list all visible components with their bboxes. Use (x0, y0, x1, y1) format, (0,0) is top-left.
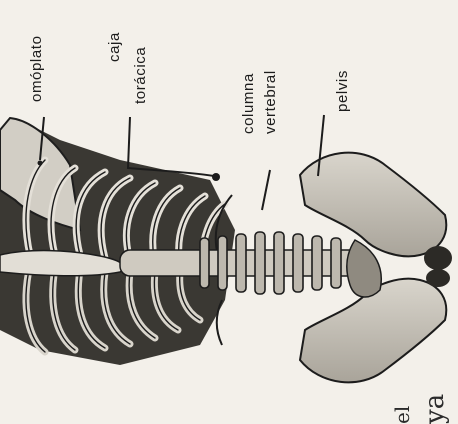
text-fragment-el: el (390, 406, 414, 424)
label-caja: caja (106, 32, 123, 62)
label-vertebral: vertebral (262, 70, 279, 134)
label-pelvis: pelvis (334, 70, 351, 112)
text-fragment-ya: ya (420, 394, 450, 424)
label-omoplato: omóplato (28, 35, 45, 102)
label-columna: columna (240, 73, 257, 134)
label-toracica: torácica (132, 47, 149, 104)
